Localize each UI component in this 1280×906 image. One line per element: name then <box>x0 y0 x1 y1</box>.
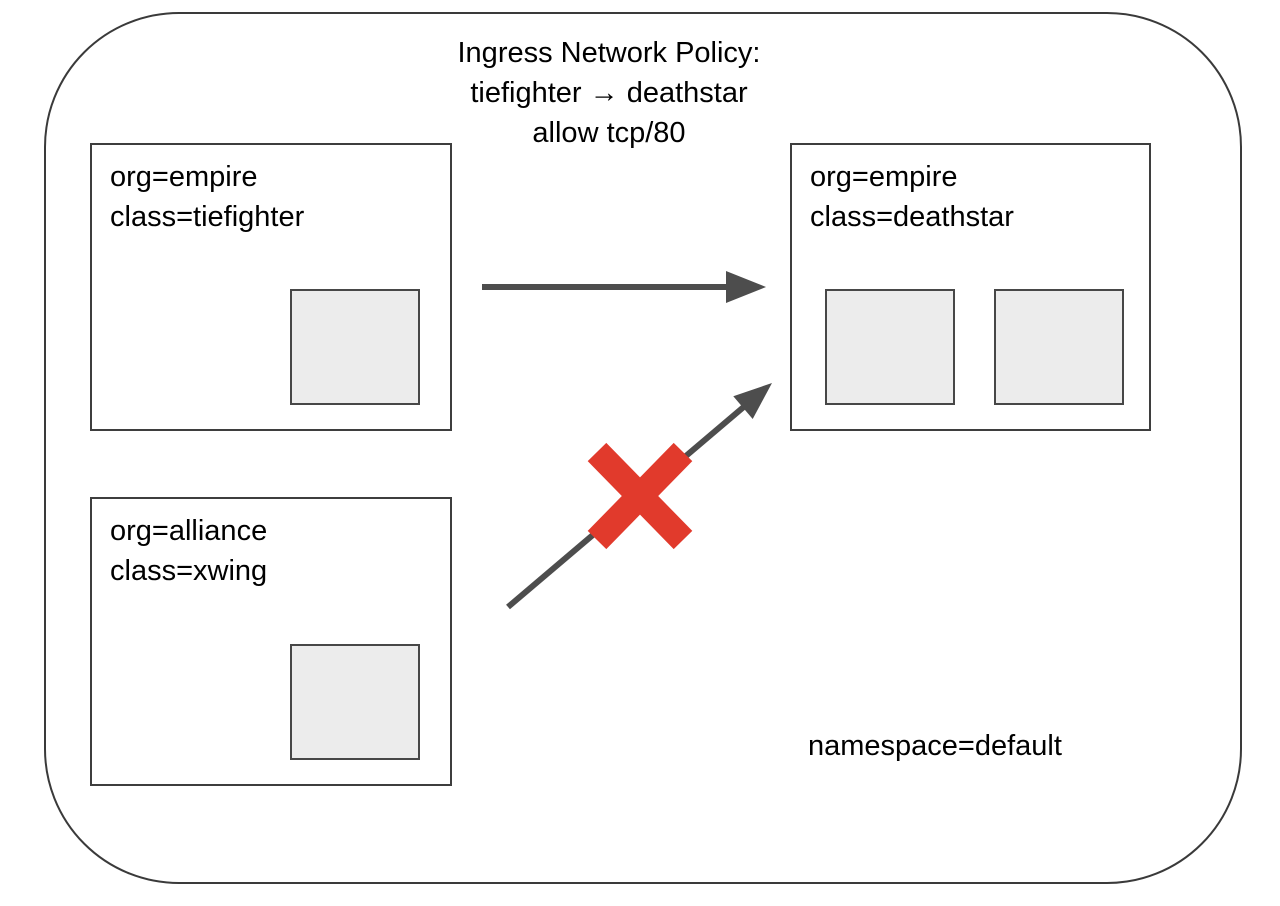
node-deathstar-labels: org=empire class=deathstar <box>810 157 1014 237</box>
node-label-class: class=deathstar <box>810 201 1014 233</box>
node-label-org: org=empire <box>810 161 958 193</box>
title-line-1: Ingress Network Policy: <box>457 37 761 69</box>
diagram-title: Ingress Network Policy: tiefighter → dea… <box>309 33 909 153</box>
node-xwing: org=alliance class=xwing <box>90 497 452 786</box>
title-line-2: tiefighter → deathstar <box>470 77 748 109</box>
pod-square <box>825 289 955 405</box>
pod-square <box>290 644 420 760</box>
node-tiefighter-labels: org=empire class=tiefighter <box>110 157 304 237</box>
node-tiefighter: org=empire class=tiefighter <box>90 143 452 431</box>
pod-square <box>290 289 420 405</box>
namespace-label: namespace=default <box>808 730 1062 762</box>
node-label-org: org=empire <box>110 161 258 193</box>
node-label-class: class=tiefighter <box>110 201 305 233</box>
node-xwing-labels: org=alliance class=xwing <box>110 511 267 591</box>
pod-square <box>994 289 1124 405</box>
node-deathstar: org=empire class=deathstar <box>790 143 1151 431</box>
node-label-class: class=xwing <box>110 555 268 587</box>
node-label-org: org=alliance <box>110 515 268 547</box>
title-line-3: allow tcp/80 <box>532 117 686 149</box>
